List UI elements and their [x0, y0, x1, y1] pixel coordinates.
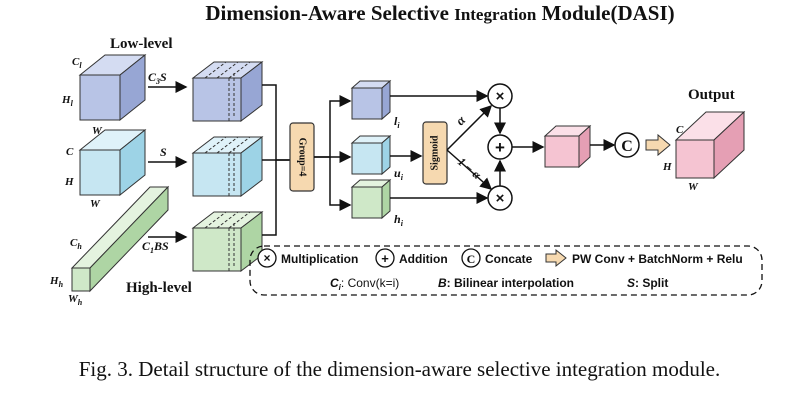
high-c-label: Ch — [70, 237, 82, 251]
low-h-label: Hl — [61, 94, 74, 108]
mid-w-label: W — [90, 198, 101, 210]
line-high-to-group — [262, 160, 277, 236]
mid-h-label: H — [64, 176, 74, 188]
legend-addition: + Addition — [375, 248, 448, 268]
split-stack-low — [191, 60, 264, 123]
svg-text:C: C — [621, 138, 633, 155]
h-i-label: hi — [394, 212, 404, 228]
svg-text:Concate: Concate — [485, 252, 533, 266]
out-w-label: W — [688, 181, 699, 193]
low-c-label: Cl — [72, 56, 82, 70]
high-h-label: Hh — [49, 275, 64, 289]
one-minus-alpha-label: 1 − α — [455, 155, 484, 183]
svg-text:Addition: Addition — [399, 252, 448, 266]
c3s-label: C3S — [148, 70, 167, 86]
line-group-to-l — [314, 95, 352, 158]
pw-conv-icon — [545, 248, 567, 268]
line-sigmoid-one-minus-alpha — [446, 149, 493, 190]
legend-concate: C Concate — [461, 248, 533, 268]
legend-conv-key: Ci: Conv(k=i) — [330, 276, 399, 292]
multiply-icon — [257, 248, 277, 268]
l-i-label: li — [394, 114, 400, 130]
sigmoid-label: Sigmoid — [429, 135, 440, 170]
split-stack-mid — [191, 135, 264, 198]
group-label: Group=4 — [297, 138, 308, 177]
multiply-bottom-op: × — [487, 185, 513, 211]
add-icon — [375, 248, 395, 268]
svg-text:×: × — [496, 88, 505, 105]
u-cube — [350, 134, 392, 176]
h-cube — [350, 178, 392, 220]
high-level-bar — [70, 185, 170, 293]
multiply-top-op: × — [487, 83, 513, 109]
mid-level-cube — [78, 128, 147, 197]
alpha-label: α — [453, 112, 469, 128]
legend-box — [249, 245, 763, 296]
fused-cube — [543, 124, 592, 169]
svg-text:C: C — [467, 252, 476, 266]
legend-multiplication: × Multiplication — [257, 248, 358, 268]
high-level-label: High-level — [126, 280, 192, 296]
u-i-label: ui — [394, 166, 404, 182]
output-label: Output — [688, 87, 735, 103]
figure-caption: Fig. 3. Detail structure of the dimensio… — [78, 357, 721, 381]
legend-pw-conv: PW Conv + BatchNorm + Relu — [545, 248, 743, 268]
svg-text:S: Split: S: Split — [627, 276, 668, 290]
svg-text:×: × — [496, 190, 505, 207]
line-sigmoid-alpha — [446, 104, 493, 151]
svg-text:×: × — [263, 251, 270, 265]
l-cube — [350, 79, 392, 121]
svg-text:+: + — [381, 251, 389, 266]
mid-c-label: C — [66, 146, 74, 158]
concat-op: C — [614, 132, 640, 158]
c1bs-label: C1BS — [142, 239, 169, 255]
legend-split-key: S: Split — [627, 276, 668, 290]
sigmoid-block — [422, 121, 448, 185]
concat-icon — [461, 248, 481, 268]
low-level-cube — [78, 53, 147, 122]
low-level-label: Low-level — [110, 36, 172, 52]
svg-text:Multiplication: Multiplication — [281, 252, 358, 266]
high-w-label: Wh — [68, 293, 83, 307]
out-c-label: C — [676, 124, 684, 136]
s-label: S — [160, 145, 167, 159]
split-stack-high — [191, 210, 264, 273]
line-low-to-group — [262, 84, 290, 161]
out-h-label: H — [662, 161, 672, 173]
svg-text:PW Conv + BatchNorm + Relu: PW Conv + BatchNorm + Relu — [572, 252, 743, 266]
svg-text:B: Bilinear interpolation: B: Bilinear interpolation — [438, 276, 574, 290]
legend-bilinear-key: B: Bilinear interpolation — [438, 276, 574, 290]
diagram-title: Dimension-Aware Selective Integration Mo… — [205, 1, 674, 25]
svg-text:+: + — [495, 138, 505, 157]
line-group-to-h — [329, 157, 352, 211]
svg-text:Ci: Conv(k=i): Ci: Conv(k=i) — [330, 276, 399, 292]
add-op: + — [487, 134, 513, 160]
output-cube — [674, 110, 746, 180]
pw-conv-arrow — [645, 133, 671, 157]
